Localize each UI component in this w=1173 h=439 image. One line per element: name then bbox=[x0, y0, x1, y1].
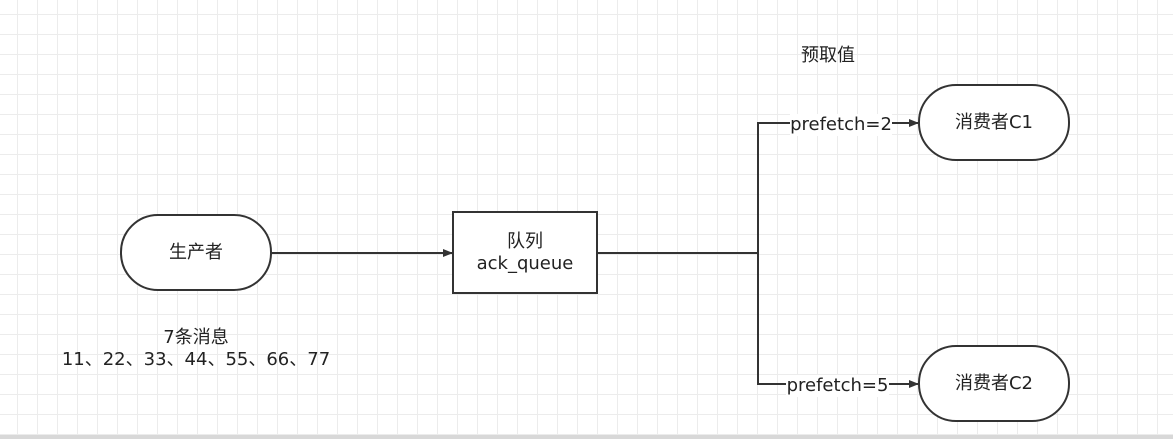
queue-label-line1: 队列 bbox=[507, 230, 543, 252]
edge-label-prefetch-c1: prefetch=2 bbox=[790, 114, 892, 136]
messages-list: 11、22、33、44、55、66、77 bbox=[61, 349, 331, 370]
messages-title: 7条消息 bbox=[163, 327, 229, 348]
producer-label: 生产者 bbox=[169, 241, 223, 263]
edge-label-prefetch-c2: prefetch=5 bbox=[786, 375, 889, 397]
queue-label-line2: ack_queue bbox=[476, 252, 574, 274]
consumer-c2-label: 消费者C2 bbox=[954, 372, 1034, 394]
consumer-c1-node[interactable]: 消费者C1 bbox=[919, 85, 1069, 160]
producer-node[interactable]: 生产者 bbox=[121, 215, 271, 290]
messages-note: 7条消息 11、22、33、44、55、66、77 bbox=[40, 325, 352, 373]
consumer-c2-node-shape[interactable] bbox=[918, 345, 1070, 422]
queue-node[interactable]: 队列 ack_queue bbox=[453, 212, 597, 293]
canvas-bottom-edge bbox=[0, 435, 1173, 439]
queue-node-shape[interactable] bbox=[452, 211, 598, 294]
prefetch-title: 预取值 bbox=[801, 45, 855, 66]
consumer-c1-node-shape[interactable] bbox=[918, 84, 1070, 161]
consumer-c2-node[interactable]: 消费者C2 bbox=[919, 346, 1069, 421]
consumer-c1-label: 消费者C1 bbox=[954, 111, 1034, 133]
